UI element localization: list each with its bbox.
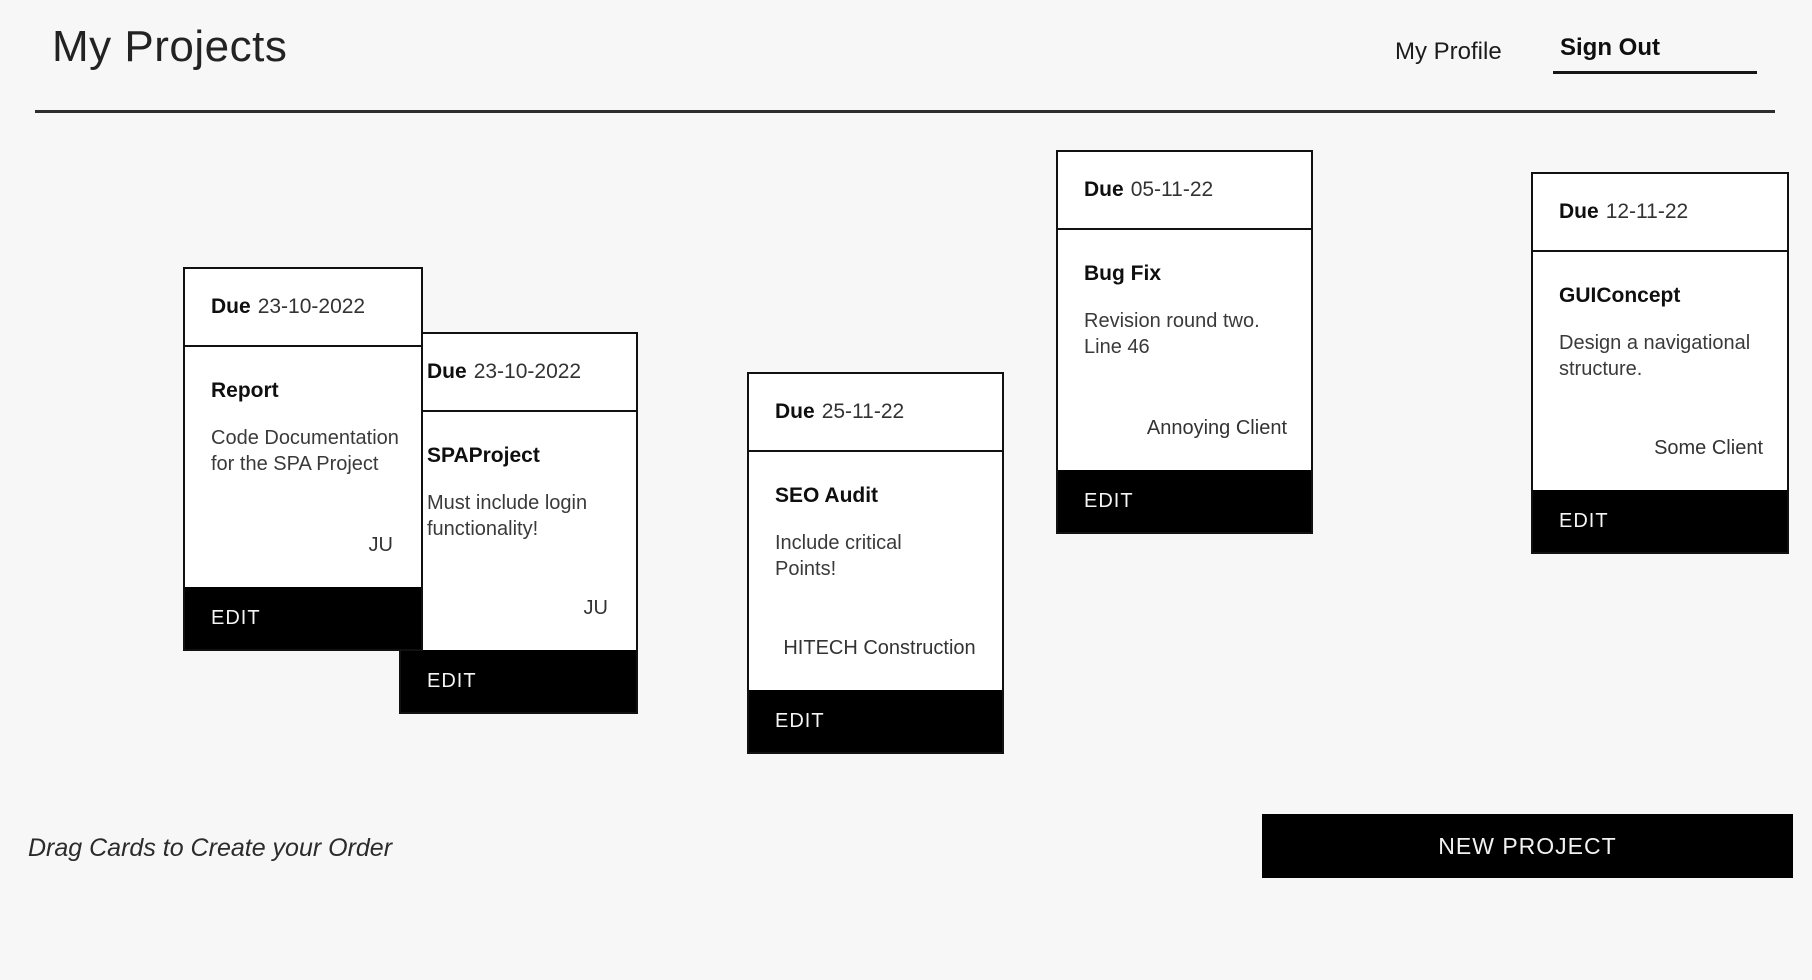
edit-button[interactable]: EDIT: [749, 690, 1002, 752]
project-card-report[interactable]: Due 23-10-2022 Report Code Documentation…: [183, 267, 423, 651]
edit-button[interactable]: EDIT: [401, 650, 636, 712]
edit-button[interactable]: EDIT: [1533, 490, 1787, 552]
card-client: Annoying Client: [1146, 417, 1287, 439]
page-title: My Projects: [52, 22, 288, 71]
card-due-header: Due 12-11-22: [1533, 174, 1787, 252]
my-profile-link[interactable]: My Profile: [1395, 38, 1502, 65]
card-body: GUIConcept Design a navigational structu…: [1533, 252, 1787, 490]
due-date: 25-11-22: [821, 400, 905, 423]
card-body: SEO Audit Include critical Points! HITEC…: [749, 452, 1002, 690]
card-description: Revision round two. Line 46: [1084, 310, 1260, 359]
project-card-bug-fix[interactable]: Due 05-11-22 Bug Fix Revision round two.…: [1056, 150, 1313, 534]
header-divider: [35, 110, 1775, 113]
due-date: 05-11-22: [1130, 178, 1214, 201]
due-date: 23-10-2022: [257, 295, 366, 318]
sign-out-label: Sign Out: [1560, 34, 1660, 61]
card-due-header: Due 23-10-2022: [401, 334, 636, 412]
card-title: GUIConcept: [1559, 284, 1681, 307]
due-label: Due: [211, 295, 251, 318]
due-label: Due: [427, 360, 467, 383]
due-date: 23-10-2022: [473, 360, 582, 383]
card-title: SEO Audit: [775, 484, 879, 507]
card-client: Some Client: [1654, 437, 1763, 459]
card-title: Bug Fix: [1084, 262, 1161, 285]
card-description: Must include login functionality!: [427, 492, 588, 541]
card-body: Report Code Documentation for the SPA Pr…: [185, 347, 421, 587]
edit-button[interactable]: EDIT: [185, 587, 421, 649]
card-due-header: Due 23-10-2022: [185, 269, 421, 347]
project-card-spaproject[interactable]: Due 23-10-2022 SPAProject Must include l…: [399, 332, 638, 714]
card-description: Code Documentation for the SPA Project: [211, 427, 399, 476]
due-date: 12-11-22: [1605, 200, 1689, 223]
project-card-guiconcept[interactable]: Due 12-11-22 GUIConcept Design a navigat…: [1531, 172, 1789, 554]
card-body: Bug Fix Revision round two. Line 46 Anno…: [1058, 230, 1311, 470]
card-body: SPAProject Must include login functional…: [401, 412, 636, 650]
sign-out-link[interactable]: Sign Out: [1553, 34, 1757, 74]
due-label: Due: [1084, 178, 1124, 201]
card-client: JU: [583, 597, 608, 619]
due-label: Due: [1559, 200, 1599, 223]
edit-button[interactable]: EDIT: [1058, 470, 1311, 532]
drag-hint-text: Drag Cards to Create your Order: [28, 834, 393, 862]
card-due-header: Due 05-11-22: [1058, 152, 1311, 230]
project-card-seo-audit[interactable]: Due 25-11-22 SEO Audit Include critical …: [747, 372, 1004, 754]
card-description: Include critical Points!: [775, 532, 902, 581]
new-project-button[interactable]: NEW PROJECT: [1262, 814, 1793, 878]
card-client: HITECH Construction: [783, 637, 976, 659]
card-title: Report: [211, 379, 279, 402]
card-client: JU: [368, 534, 393, 556]
card-description: Design a navigational structure.: [1559, 332, 1751, 381]
card-title: SPAProject: [427, 444, 540, 467]
due-label: Due: [775, 400, 815, 423]
card-due-header: Due 25-11-22: [749, 374, 1002, 452]
